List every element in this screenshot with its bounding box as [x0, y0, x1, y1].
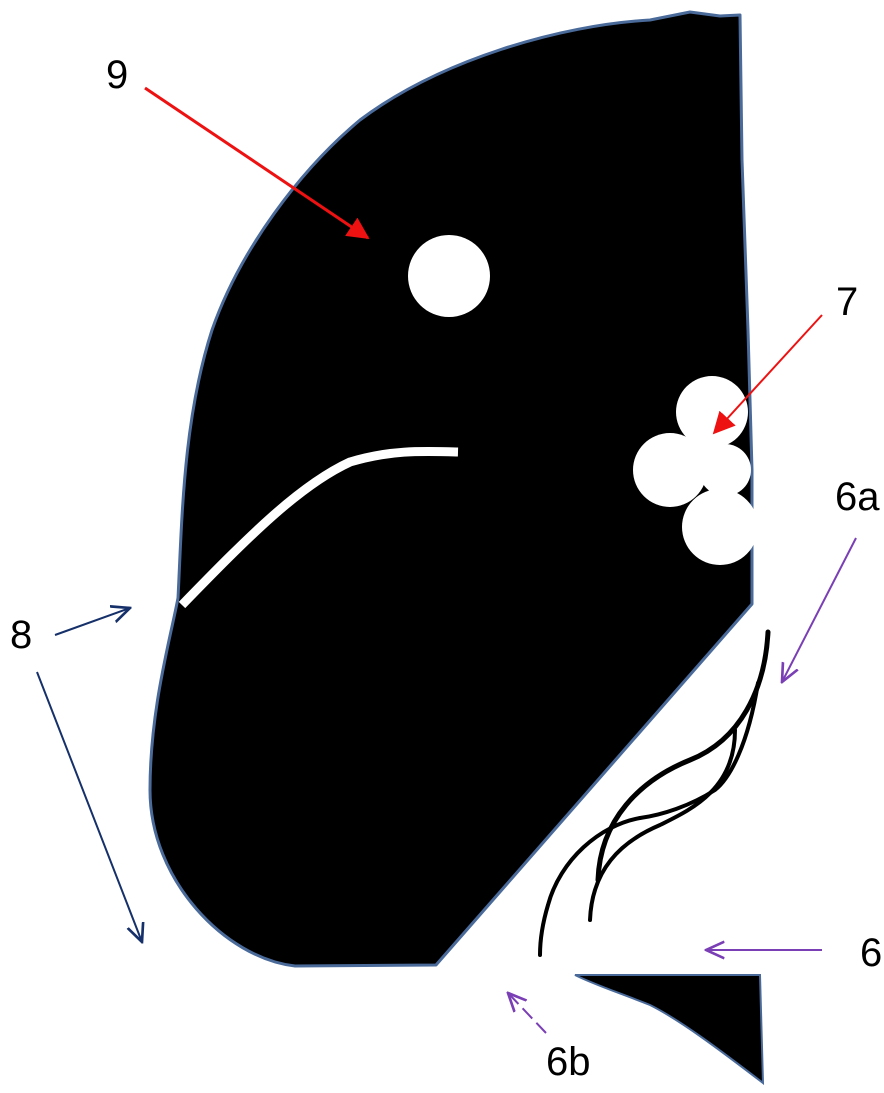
label-8: 8 — [10, 613, 32, 657]
label-7: 7 — [836, 280, 858, 324]
arrow-8-lower — [37, 672, 142, 942]
white-circle — [408, 235, 490, 317]
arrow-8-upper — [55, 608, 130, 635]
label-6a: 6a — [835, 475, 880, 519]
arrow-6a — [782, 538, 856, 682]
label-6: 6 — [860, 931, 882, 975]
label-9: 9 — [106, 53, 128, 97]
arrow-6b — [508, 993, 546, 1033]
label-6b: 6b — [546, 1040, 591, 1084]
lower-fragment — [575, 975, 763, 1083]
